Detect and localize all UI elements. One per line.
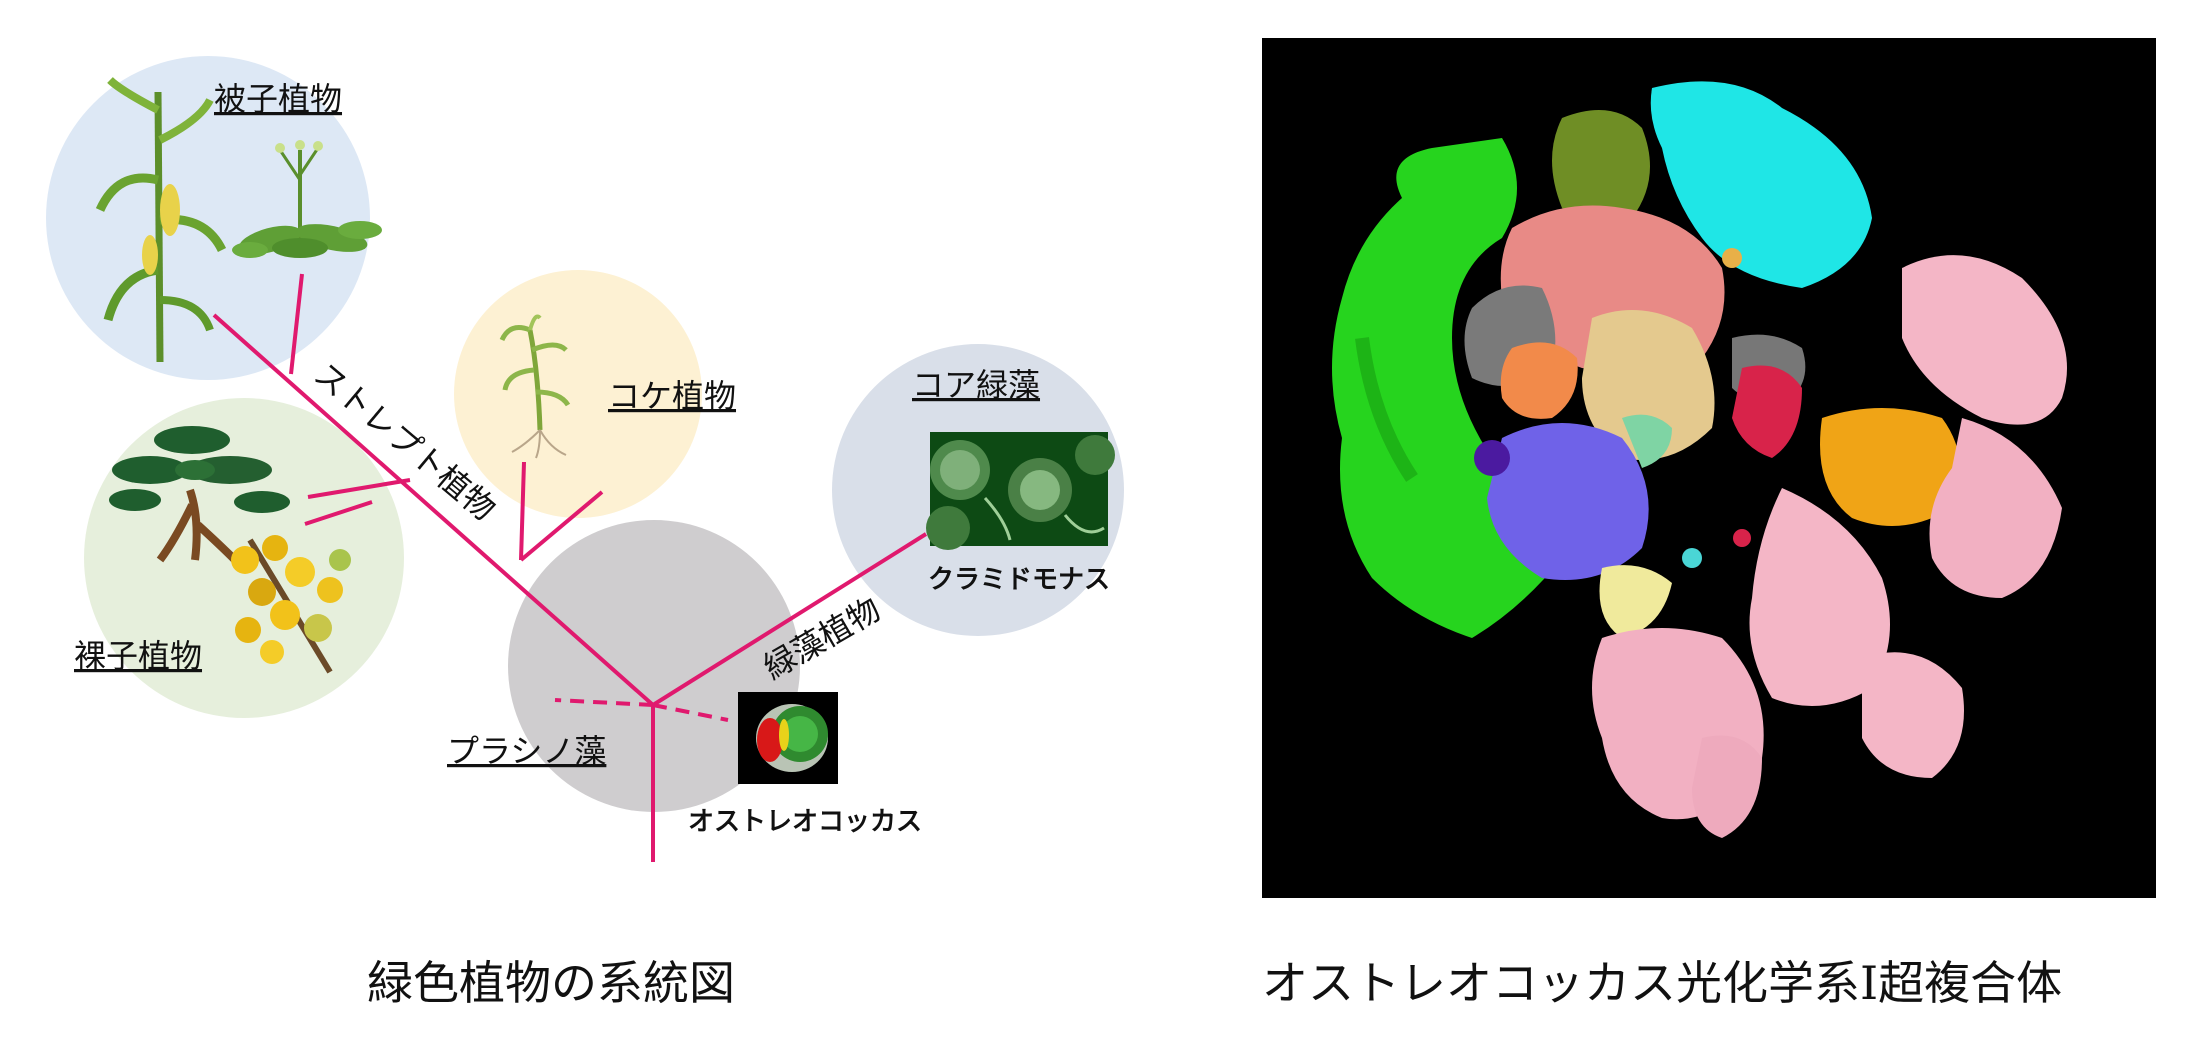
psi-supercomplex-image <box>1262 38 2156 898</box>
arabidopsis-plant-icon <box>232 140 382 258</box>
right-caption: オストレオコッカス光化学系I超複合体 <box>1262 956 2063 1010</box>
chlamydomonas-label: クラミドモナス <box>928 565 1110 595</box>
tree-branches <box>212 273 928 862</box>
phylogenetic-tree: 被子植物 コケ植物 裸子植物 コア緑藻 プラシノ藻 クラミドモナス オストレオコ… <box>46 56 1124 862</box>
left-caption: 緑色植物の系統図 <box>367 956 735 1010</box>
prasinophyte-label: プラシノ藻 <box>447 732 606 770</box>
ginkgo-branch-icon <box>231 535 351 674</box>
moss-circle <box>454 270 702 518</box>
angiosperm-circle <box>46 56 370 380</box>
ostreococcus-label: オストレオコッカス <box>688 807 922 837</box>
chlamydomonas-image <box>926 432 1115 550</box>
moss-plant-icon <box>499 314 571 459</box>
angiosperm-label: 被子植物 <box>214 80 342 118</box>
psi-supercomplex-render <box>1262 38 2156 898</box>
moss-label: コケ植物 <box>608 377 736 415</box>
ostreococcus-image <box>738 692 838 784</box>
gymnosperm-label: 裸子植物 <box>74 637 202 675</box>
maize-plant-icon <box>95 77 227 363</box>
core-green-algae-label: コア緑藻 <box>912 366 1040 404</box>
prasinophyte-circle <box>508 520 800 812</box>
